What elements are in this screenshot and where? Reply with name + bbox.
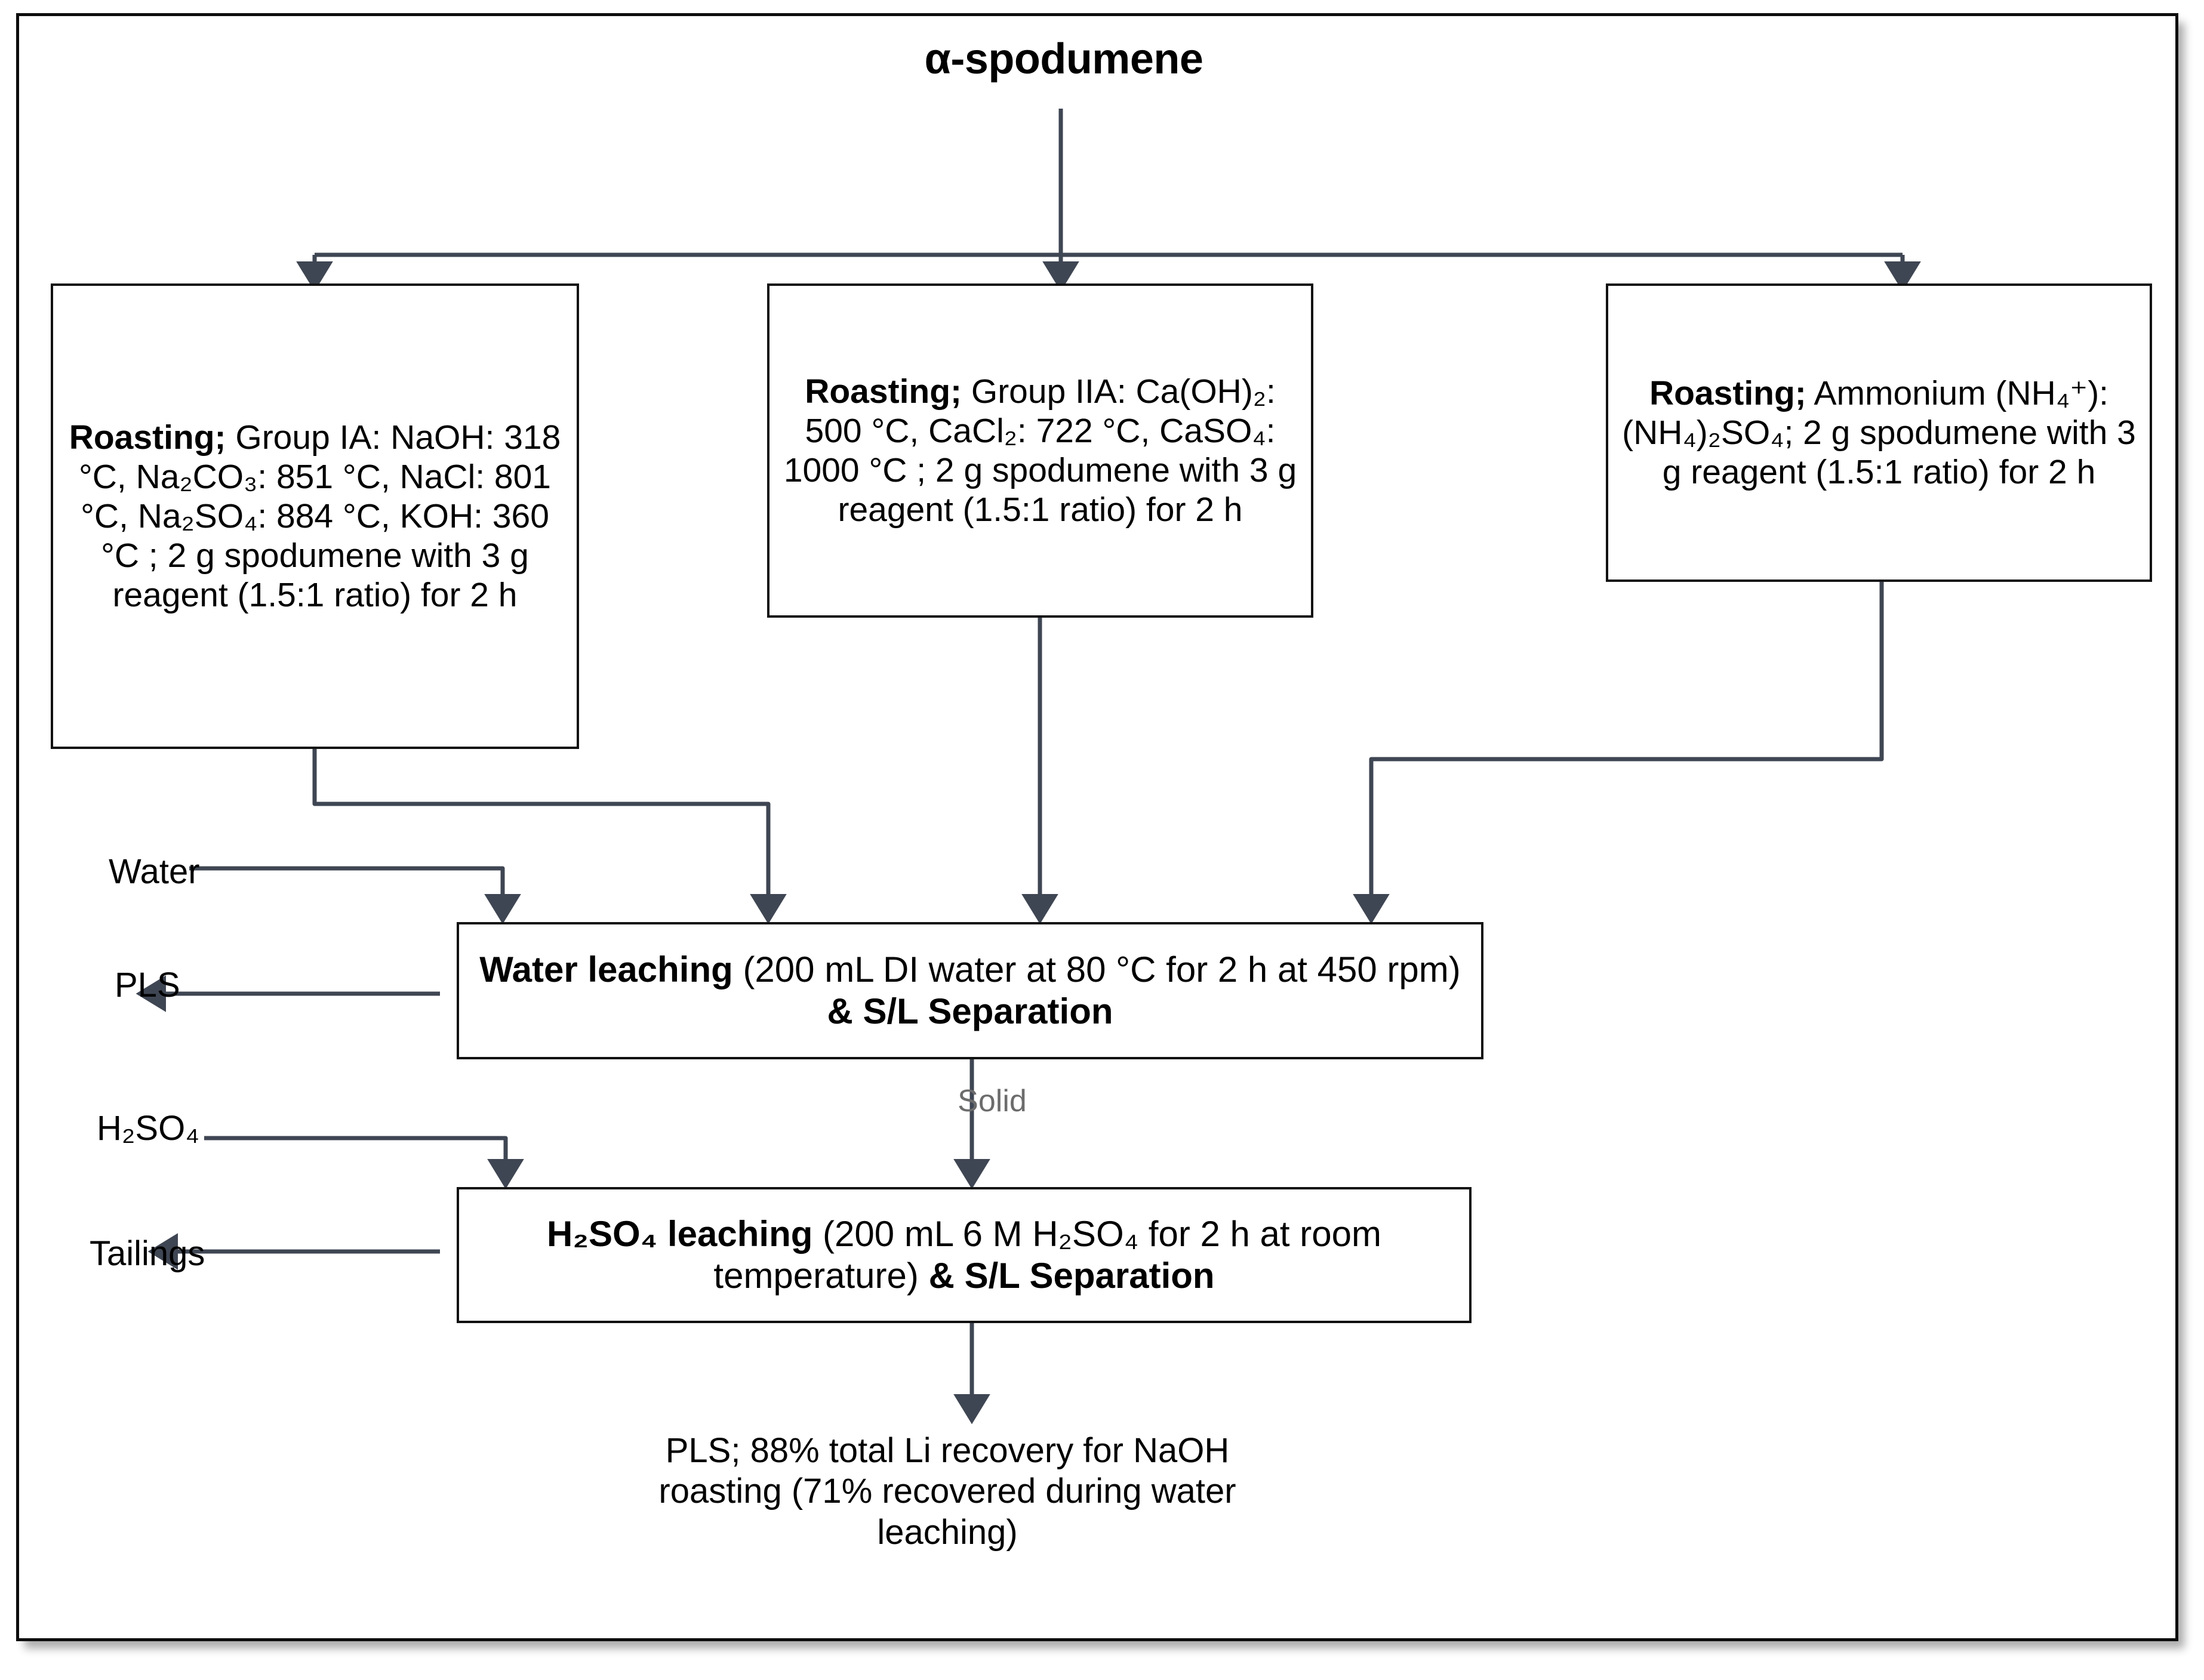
roasting-group-iia-text: Roasting; Group IIA: Ca(OH)₂: 500 °C, Ca… xyxy=(778,372,1303,529)
water-leaching-separation: & S/L Separation xyxy=(827,991,1113,1031)
outcome-text: PLS; 88% total Li recovery for NaOH roas… xyxy=(658,1431,1236,1552)
acid-leaching-heading: H₂SO₄ leaching xyxy=(547,1214,813,1254)
page-title: α-spodumene xyxy=(924,35,1203,83)
stream-label-solid: Solid xyxy=(958,1084,1027,1118)
roasting-group-ia-heading: Roasting; xyxy=(69,418,226,457)
roasting-group-ia-body: Group IA: NaOH: 318 °C, Na₂CO₃: 851 °C, … xyxy=(78,418,561,615)
edge-roast-nh4-to-water-leaching xyxy=(1353,570,1884,924)
stream-label-pls: PLS xyxy=(115,966,180,1004)
stream-label-water: Water xyxy=(109,852,200,891)
connector-layer xyxy=(136,109,1921,1425)
acid-leaching-separation: & S/L Separation xyxy=(928,1256,1215,1296)
roasting-group-iia-body: Group IIA: Ca(OH)₂: 500 °C, CaCl₂: 722 °… xyxy=(783,372,1297,529)
roasting-ammonium-heading: Roasting; xyxy=(1649,374,1806,412)
node-water-leaching[interactable]: Water leaching (200 mL DI water at 80 °C… xyxy=(457,922,1483,1059)
figure-frame: α-spodumene Roasting; Group IA: NaOH: 31… xyxy=(16,13,2178,1641)
acid-leaching-text: H₂SO₄ leaching (200 mL 6 M H₂SO₄ for 2 h… xyxy=(467,1213,1461,1296)
acid-leaching-conditions: (200 mL 6 M H₂SO₄ for 2 h at room temper… xyxy=(713,1214,1381,1296)
water-leaching-conditions: (200 mL DI water at 80 °C for 2 h at 450… xyxy=(732,950,1461,990)
roasting-group-iia-heading: Roasting; xyxy=(805,372,962,411)
node-roasting-group-iia[interactable]: Roasting; Group IIA: Ca(OH)₂: 500 °C, Ca… xyxy=(767,283,1313,618)
water-leaching-heading: Water leaching xyxy=(479,950,733,990)
roasting-ammonium-text: Roasting; Ammonium (NH₄⁺): (NH₄)₂SO₄; 2 … xyxy=(1617,374,2141,492)
edge-roast-ia-to-water-leaching xyxy=(312,736,787,924)
flowchart-canvas: α-spodumene Roasting; Group IA: NaOH: 31… xyxy=(19,16,2175,1638)
stream-label-tailings: Tailings xyxy=(90,1234,205,1273)
water-leaching-text: Water leaching (200 mL DI water at 80 °C… xyxy=(467,949,1473,1032)
node-roasting-ammonium[interactable]: Roasting; Ammonium (NH₄⁺): (NH₄)₂SO₄; 2 … xyxy=(1606,283,2152,582)
node-acid-leaching[interactable]: H₂SO₄ leaching (200 mL 6 M H₂SO₄ for 2 h… xyxy=(457,1187,1472,1323)
stream-label-h2so4: H₂SO₄ xyxy=(97,1109,199,1148)
node-roasting-group-ia[interactable]: Roasting; Group IA: NaOH: 318 °C, Na₂CO₃… xyxy=(51,283,579,749)
roasting-ammonium-body: Ammonium (NH₄⁺): (NH₄)₂SO₄; 2 g spodumen… xyxy=(1622,374,2136,492)
roasting-group-ia-text: Roasting; Group IA: NaOH: 318 °C, Na₂CO₃… xyxy=(61,418,568,615)
